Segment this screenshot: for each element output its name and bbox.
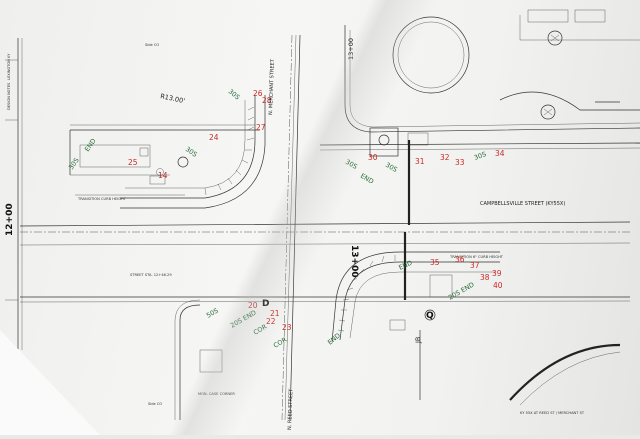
svg-text:30S: 30S — [344, 158, 359, 171]
svg-text:30S: 30S — [473, 150, 487, 162]
marker-q: Q — [426, 311, 434, 321]
curb-return-top-left: R13.00' — [120, 92, 266, 209]
station-label-13-top: 13+00 — [347, 38, 355, 60]
tree-icon — [540, 104, 556, 120]
station-label-13-right: 13+00 — [349, 245, 359, 278]
note-bottom-left: MON. CASE CORNER — [198, 392, 235, 396]
curb-return-bottom-right: JB Q TRANSITION 6" CURB HEIGHT — [331, 232, 504, 400]
svg-text:38: 38 — [480, 273, 490, 282]
svg-text:30S: 30S — [384, 161, 399, 174]
marker-d: D — [262, 299, 269, 309]
svg-text:25: 25 — [128, 158, 138, 167]
tree-icon — [547, 30, 563, 46]
svg-text:31: 31 — [415, 157, 425, 166]
centerlines — [19, 34, 631, 421]
svg-text:33: 33 — [455, 158, 465, 167]
svg-text:END: END — [359, 172, 375, 186]
marker-jb: JB — [414, 337, 422, 344]
svg-text:35: 35 — [430, 258, 440, 267]
street-merchant: N. MERCHANT STREET — [268, 58, 276, 115]
svg-text:40: 40 — [493, 281, 503, 290]
street-campbellsville: CAMPBELLSVILLE STREET (KY55X) — [480, 201, 565, 207]
note-curb-height-right: TRANSITION 6" CURB HEIGHT — [449, 255, 504, 259]
svg-text:22: 22 — [266, 317, 276, 326]
svg-text:20S END: 20S END — [447, 281, 476, 302]
svg-text:DESIGN NOTES: DESIGN NOTES — [7, 82, 11, 110]
svg-text:26: 26 — [253, 89, 263, 98]
street-reed: N. REED STREET — [287, 388, 294, 430]
svg-text:LEXINGTON KY: LEXINGTON KY — [7, 53, 11, 80]
curb-return-bottom-left: MON. CASE CORNER Side CO STREET STA. 12+… — [130, 273, 292, 420]
svg-text:36: 36 — [455, 255, 465, 264]
note-street-sta: STREET STA. 12+46.29 — [130, 273, 172, 277]
arc-bottom-right-inner — [519, 351, 621, 406]
paper-fold-corner — [0, 330, 100, 435]
svg-text:39: 39 — [492, 269, 502, 278]
svg-text:27: 27 — [256, 123, 266, 132]
svg-text:24: 24 — [209, 133, 219, 142]
svg-text:28: 28 — [262, 96, 272, 105]
svg-text:37: 37 — [470, 261, 480, 270]
svg-text:30S: 30S — [184, 145, 199, 159]
station-12: 12+00 — [5, 203, 15, 236]
station-label: 12+00 — [5, 203, 15, 236]
radius-label: R13.00' — [160, 92, 186, 105]
title-block-left: LEXINGTON KY DESIGN NOTES — [5, 38, 23, 350]
svg-text:32: 32 — [440, 153, 450, 162]
note-corner: KY 55X AT REED ST / MERCHANT ST — [520, 411, 585, 415]
svg-text:30S: 30S — [227, 87, 242, 101]
roundabout-island — [392, 16, 470, 94]
svg-text:30: 30 — [368, 153, 378, 162]
note-side-top: Side CO — [145, 43, 159, 47]
svg-text:20: 20 — [248, 301, 258, 310]
top-right-ramp-labels: 30S 30S END 30S 30 31 32 33 34 — [344, 149, 505, 186]
note-curb-height-left: TRANSITION CURB HEIGHT — [77, 197, 127, 201]
svg-text:COR: COR — [272, 335, 289, 349]
svg-text:30S: 30S — [67, 156, 81, 171]
svg-text:23: 23 — [282, 323, 292, 332]
top-right-curb — [319, 9, 640, 225]
svg-text:20S END: 20S END — [229, 309, 258, 330]
svg-text:50S: 50S — [205, 307, 220, 320]
note-side-bottom: Side CO — [148, 402, 162, 406]
svg-text:14: 14 — [158, 171, 168, 180]
svg-text:END: END — [326, 331, 342, 346]
svg-text:34: 34 — [495, 149, 505, 158]
svg-text:21: 21 — [270, 309, 280, 318]
arc-bottom-right — [509, 343, 621, 401]
top-left-block: TRANSITION CURB HEIGHT Side CO — [69, 43, 260, 201]
